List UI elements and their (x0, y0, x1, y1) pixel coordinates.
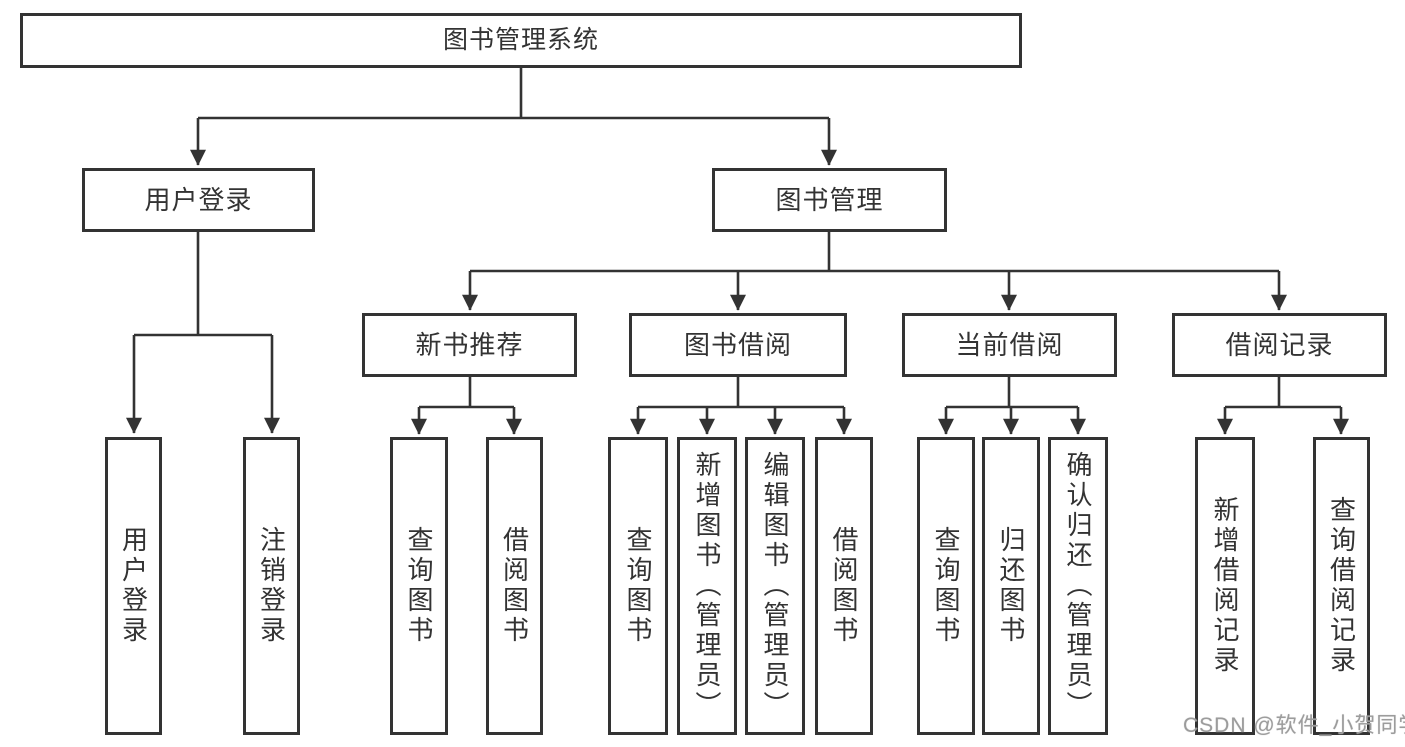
node-new-book-recommend: 新书推荐 (362, 313, 577, 377)
csdn-watermark: CSDN @软件_小贺同学 (1183, 714, 1405, 737)
node-library-system: 图书管理系统 (20, 13, 1022, 68)
leaf-bb-add-book-admin: 新增图书（管理员） (677, 437, 737, 735)
leaf-bb-borrow-book: 借阅图书 (815, 437, 873, 735)
leaf-user-login: 用户登录 (105, 437, 162, 735)
leaf-cb-confirm-return-admin: 确认归还（管理员） (1048, 437, 1108, 735)
leaf-rec-query-borrow-record: 查询借阅记录 (1313, 437, 1370, 735)
leaf-nb-borrow-book: 借阅图书 (486, 437, 543, 735)
node-book-management: 图书管理 (712, 168, 947, 232)
leaf-rec-add-borrow-record: 新增借阅记录 (1195, 437, 1255, 735)
leaf-nb-query-book: 查询图书 (390, 437, 448, 735)
leaf-logout: 注销登录 (243, 437, 300, 735)
node-borrow-records: 借阅记录 (1172, 313, 1387, 377)
node-user-login: 用户登录 (82, 168, 315, 232)
node-current-borrow: 当前借阅 (902, 313, 1117, 377)
leaf-bb-edit-book-admin: 编辑图书（管理员） (745, 437, 805, 735)
node-book-borrow: 图书借阅 (629, 313, 847, 377)
leaf-bb-query-book: 查询图书 (608, 437, 668, 735)
leaf-cb-return-book: 归还图书 (982, 437, 1040, 735)
leaf-cb-query-book: 查询图书 (917, 437, 975, 735)
